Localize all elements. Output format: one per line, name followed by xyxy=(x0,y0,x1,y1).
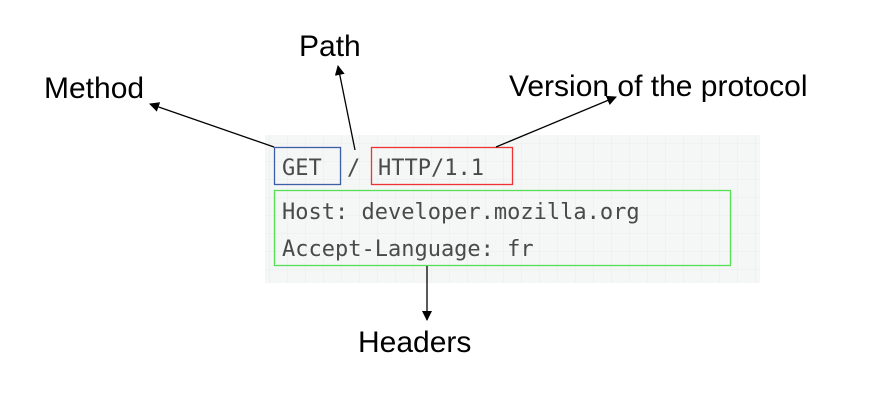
version-text: HTTP/1.1 xyxy=(378,156,484,181)
method-label: Method xyxy=(44,72,144,105)
version-box xyxy=(370,146,514,186)
method-arrow xyxy=(149,102,275,148)
version-label: Version of the protocol xyxy=(509,70,808,103)
path-text: / xyxy=(347,156,360,181)
path-arrow xyxy=(334,65,356,151)
header-line: Accept-Language: fr xyxy=(282,237,534,262)
headers-label: Headers xyxy=(358,326,471,359)
path-label: Path xyxy=(299,30,361,63)
method-box xyxy=(273,146,342,186)
method-text: GET xyxy=(282,156,322,181)
version-arrow xyxy=(495,95,617,148)
headers-box xyxy=(273,189,732,267)
header-line: Host: developer.mozilla.org xyxy=(282,200,640,225)
